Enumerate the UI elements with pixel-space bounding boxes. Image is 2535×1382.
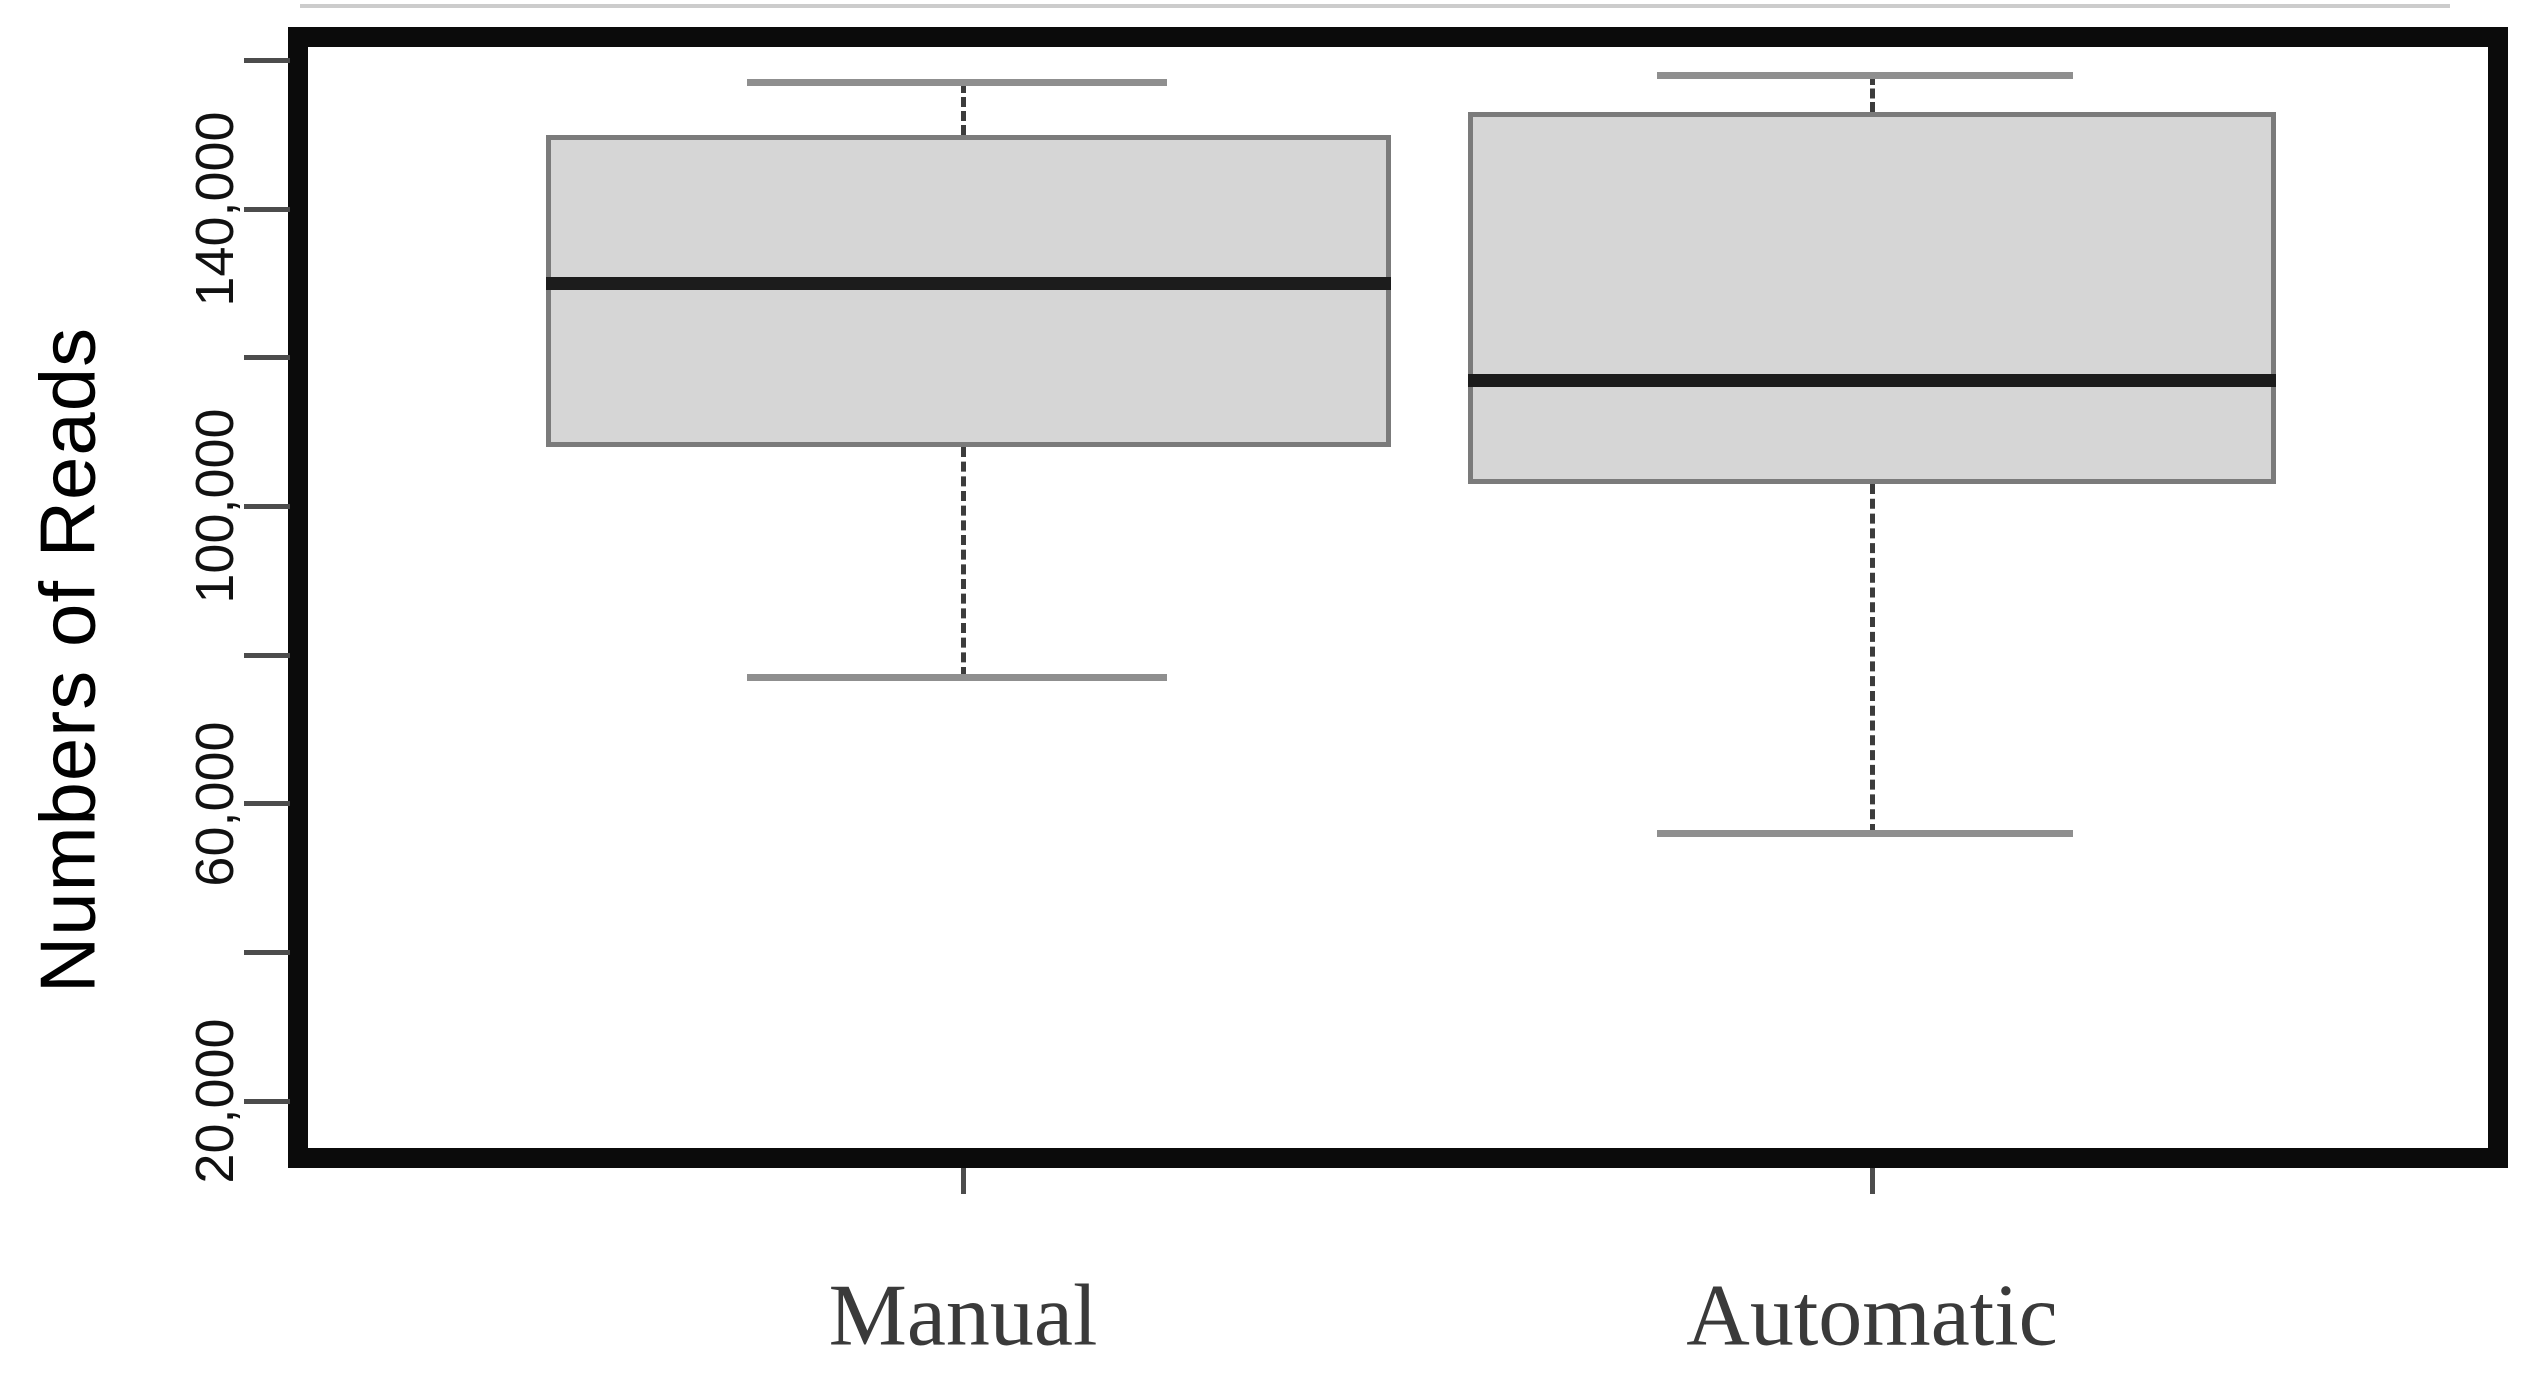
iqr-box-automatic — [1468, 112, 2276, 485]
y-axis-tick — [244, 652, 290, 658]
lower-whisker-cap-manual — [747, 673, 1167, 681]
y-tick-label: 140,000 — [185, 111, 245, 307]
y-axis-tick — [244, 950, 290, 955]
x-category-label-manual: Manual — [828, 1267, 1098, 1365]
y-axis-title: Numbers of Reads — [23, 326, 112, 994]
x-category-label-automatic: Automatic — [1686, 1267, 2058, 1365]
lower-whisker-cap-automatic — [1657, 830, 2073, 838]
y-axis-tick — [244, 801, 290, 807]
median-line-manual — [546, 276, 1391, 290]
y-tick-label: 60,000 — [185, 721, 245, 887]
y-axis-tick — [244, 1098, 290, 1104]
y-axis-tick — [244, 57, 290, 63]
upper-whisker-automatic — [1869, 75, 1875, 113]
y-axis-tick — [244, 206, 290, 212]
top-crop-artifact-line — [300, 4, 2450, 8]
upper-whisker-cap-automatic — [1657, 71, 2073, 79]
upper-whisker-manual — [960, 82, 966, 135]
y-tick-label: 20,000 — [185, 1018, 245, 1184]
median-line-automatic — [1468, 373, 2276, 387]
y-axis-tick — [244, 503, 290, 509]
iqr-box-manual — [546, 134, 1391, 447]
upper-whisker-cap-manual — [747, 79, 1167, 87]
lower-whisker-automatic — [1869, 484, 1875, 834]
x-axis-tick-manual — [960, 1168, 966, 1194]
y-axis-tick — [244, 355, 290, 361]
lower-whisker-manual — [960, 446, 966, 678]
x-axis-tick-automatic — [1869, 1168, 1875, 1194]
y-tick-label: 100,000 — [185, 408, 245, 604]
